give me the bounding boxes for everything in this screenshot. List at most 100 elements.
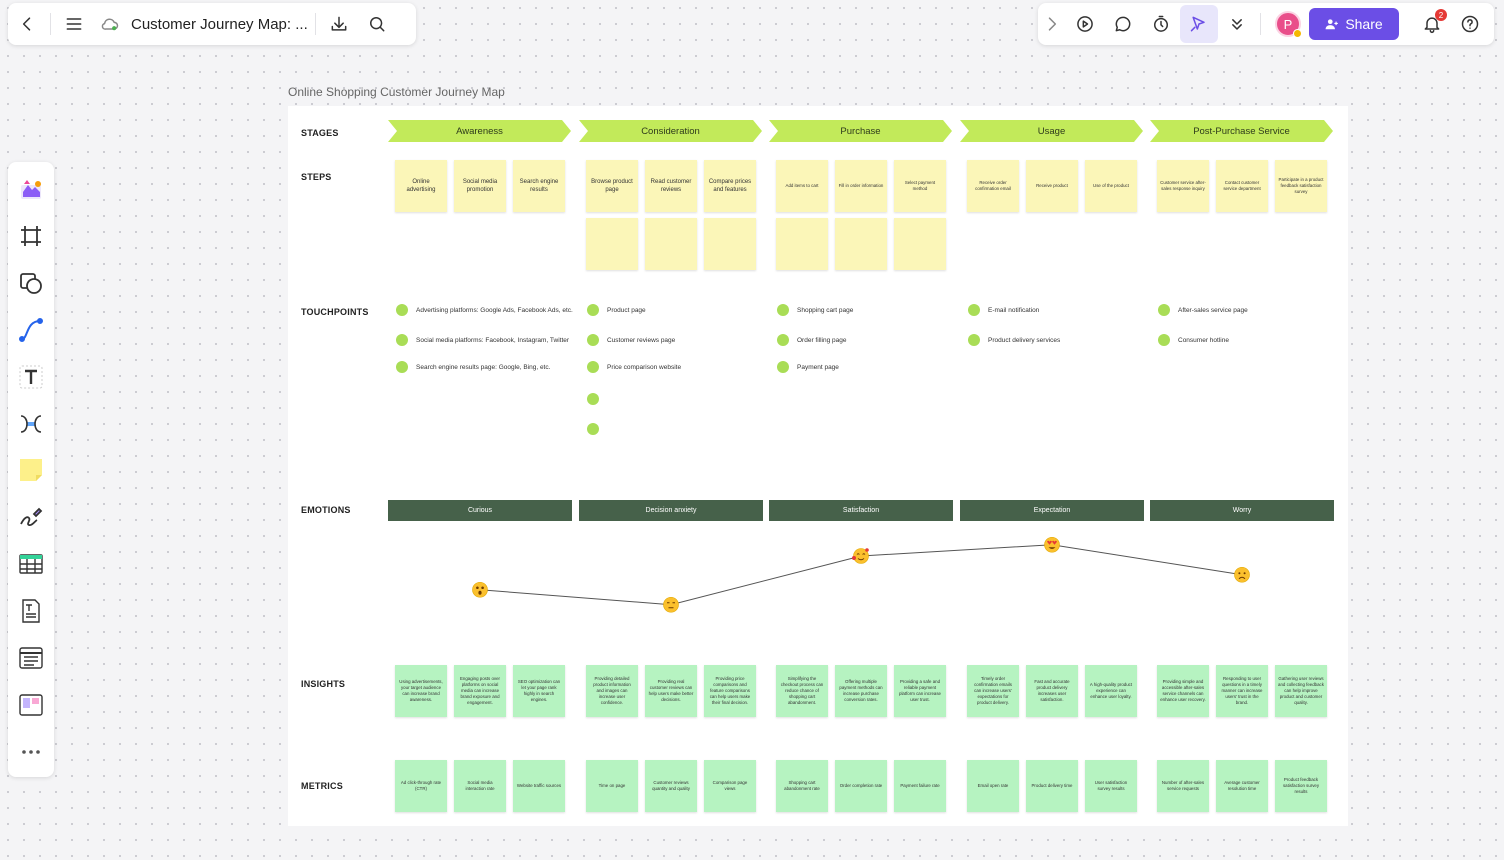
- search-button[interactable]: [358, 5, 396, 43]
- stage-header[interactable]: Consideration: [579, 120, 762, 142]
- document-title[interactable]: Customer Journey Map: ...: [131, 15, 308, 33]
- stage-header[interactable]: Purchase: [769, 120, 952, 142]
- step-sticky-note[interactable]: Customer service after-sales response in…: [1157, 160, 1209, 212]
- insight-sticky-note[interactable]: Providing real customer reviews can help…: [645, 665, 697, 717]
- metric-sticky-note[interactable]: Product delivery time: [1026, 760, 1078, 812]
- metric-sticky-note[interactable]: Order completion rate: [835, 760, 887, 812]
- connector-tool[interactable]: [12, 309, 50, 352]
- touchpoint-item[interactable]: [587, 393, 607, 405]
- insight-sticky-note[interactable]: A high-quality product experience can en…: [1085, 665, 1137, 717]
- metric-sticky-note[interactable]: Ad click-through rate (CTR): [395, 760, 447, 812]
- step-sticky-note[interactable]: Fill in order information: [835, 160, 887, 212]
- cloud-sync-status[interactable]: [97, 5, 123, 43]
- stage-header[interactable]: Awareness: [388, 120, 571, 142]
- collapse-toolbar-button[interactable]: [1038, 5, 1066, 43]
- emotion-label[interactable]: Decision anxiety: [579, 500, 763, 521]
- touchpoint-item[interactable]: Product page: [587, 304, 646, 316]
- step-sticky-note[interactable]: [835, 218, 887, 270]
- metric-sticky-note[interactable]: Customer reviews quantity and quality: [645, 760, 697, 812]
- step-sticky-note[interactable]: Read customer reviews: [645, 160, 697, 212]
- metric-sticky-note[interactable]: Comparison page views: [704, 760, 756, 812]
- emotion-label[interactable]: Worry: [1150, 500, 1334, 521]
- metric-sticky-note[interactable]: Average customer resolution time: [1216, 760, 1268, 812]
- insight-sticky-note[interactable]: Simplifying the checkout process can red…: [776, 665, 828, 717]
- laser-pointer-button[interactable]: [1180, 5, 1218, 43]
- notifications-button[interactable]: 2: [1413, 5, 1451, 43]
- metric-sticky-note[interactable]: User satisfaction survey results: [1085, 760, 1137, 812]
- metric-sticky-note[interactable]: Product feedback satisfaction survey res…: [1275, 760, 1327, 812]
- step-sticky-note[interactable]: Add items to cart: [776, 160, 828, 212]
- step-sticky-note[interactable]: Browse product page: [586, 160, 638, 212]
- more-tools-button[interactable]: [1218, 5, 1256, 43]
- insight-sticky-note[interactable]: Timely order confirmation emails can inc…: [967, 665, 1019, 717]
- insight-sticky-note[interactable]: Responding to user questions in a timely…: [1216, 665, 1268, 717]
- share-button[interactable]: Share: [1309, 8, 1399, 40]
- touchpoint-item[interactable]: Consumer hotline: [1158, 334, 1229, 346]
- step-sticky-note[interactable]: Contact customer service department: [1216, 160, 1268, 212]
- touchpoint-item[interactable]: Shopping cart page: [777, 304, 853, 316]
- avatar[interactable]: P: [1275, 11, 1302, 38]
- touchpoint-item[interactable]: [587, 423, 607, 435]
- insight-sticky-note[interactable]: Engaging posts over platforms on social …: [454, 665, 506, 717]
- present-button[interactable]: [1066, 5, 1104, 43]
- mindmap-tool[interactable]: [12, 402, 50, 445]
- step-sticky-note[interactable]: Use of the product: [1085, 160, 1137, 212]
- step-sticky-note[interactable]: Compare prices and features: [704, 160, 756, 212]
- text-tool[interactable]: [12, 355, 50, 398]
- metric-sticky-note[interactable]: Email open rate: [967, 760, 1019, 812]
- step-sticky-note[interactable]: Receive order confirmation email: [967, 160, 1019, 212]
- step-sticky-note[interactable]: Receive product: [1026, 160, 1078, 212]
- insight-sticky-note[interactable]: Fast and accurate product delivery incre…: [1026, 665, 1078, 717]
- help-button[interactable]: [1451, 5, 1489, 43]
- touchpoint-item[interactable]: Product delivery services: [968, 334, 1060, 346]
- sticky-note-tool[interactable]: [12, 449, 50, 492]
- touchpoint-item[interactable]: Price comparison website: [587, 361, 681, 373]
- insight-sticky-note[interactable]: Gathering user reviews and collecting fe…: [1275, 665, 1327, 717]
- more-tools-button[interactable]: [12, 730, 50, 773]
- touchpoint-item[interactable]: Order filling page: [777, 334, 847, 346]
- touchpoint-item[interactable]: Advertising platforms: Google Ads, Faceb…: [396, 304, 573, 316]
- insight-sticky-note[interactable]: Providing simple and accessible after-sa…: [1157, 665, 1209, 717]
- menu-button[interactable]: [55, 5, 93, 43]
- timer-button[interactable]: [1142, 5, 1180, 43]
- metric-sticky-note[interactable]: Shopping cart abandonment rate: [776, 760, 828, 812]
- step-sticky-note[interactable]: Online advertising: [395, 160, 447, 212]
- emotion-label[interactable]: Curious: [388, 500, 572, 521]
- step-sticky-note[interactable]: [645, 218, 697, 270]
- step-sticky-note[interactable]: Select payment method: [894, 160, 946, 212]
- kanban-tool[interactable]: [12, 683, 50, 726]
- insight-sticky-note[interactable]: Providing a safe and reliable payment pl…: [894, 665, 946, 717]
- step-sticky-note[interactable]: Participate in a product feedback satisf…: [1275, 160, 1327, 212]
- stage-header[interactable]: Usage: [960, 120, 1143, 142]
- touchpoint-item[interactable]: After-sales service page: [1158, 304, 1248, 316]
- touchpoint-item[interactable]: Social media platforms: Facebook, Instag…: [396, 334, 569, 346]
- step-sticky-note[interactable]: Search engine results: [513, 160, 565, 212]
- templates-tool[interactable]: [12, 168, 50, 211]
- insight-sticky-note[interactable]: Using advertisements, your target audien…: [395, 665, 447, 717]
- touchpoint-item[interactable]: Search engine results page: Google, Bing…: [396, 361, 550, 373]
- download-button[interactable]: [320, 5, 358, 43]
- metric-sticky-note[interactable]: Social media interaction rate: [454, 760, 506, 812]
- step-sticky-note[interactable]: Social media promotion: [454, 160, 506, 212]
- stage-header[interactable]: Post-Purchase Service: [1150, 120, 1333, 142]
- insight-sticky-note[interactable]: Providing price comparisons and feature …: [704, 665, 756, 717]
- insight-sticky-note[interactable]: Providing detailed product information a…: [586, 665, 638, 717]
- metric-sticky-note[interactable]: Time on page: [586, 760, 638, 812]
- comment-button[interactable]: [1104, 5, 1142, 43]
- insight-sticky-note[interactable]: Offering multiple payment methods can in…: [835, 665, 887, 717]
- touchpoint-item[interactable]: E-mail notification: [968, 304, 1039, 316]
- emotion-label[interactable]: Satisfaction: [769, 500, 953, 521]
- metric-sticky-note[interactable]: Payment failure rate: [894, 760, 946, 812]
- pen-tool[interactable]: [12, 496, 50, 539]
- insight-sticky-note[interactable]: SEO optimization can let your page rank …: [513, 665, 565, 717]
- touchpoint-item[interactable]: Payment page: [777, 361, 839, 373]
- table-tool[interactable]: [12, 543, 50, 586]
- document-tool[interactable]: [12, 590, 50, 633]
- emotion-label[interactable]: Expectation: [960, 500, 1144, 521]
- list-tool[interactable]: [12, 636, 50, 679]
- step-sticky-note[interactable]: [776, 218, 828, 270]
- touchpoint-item[interactable]: Customer reviews page: [587, 334, 675, 346]
- step-sticky-note[interactable]: [586, 218, 638, 270]
- back-button[interactable]: [8, 5, 46, 43]
- step-sticky-note[interactable]: [704, 218, 756, 270]
